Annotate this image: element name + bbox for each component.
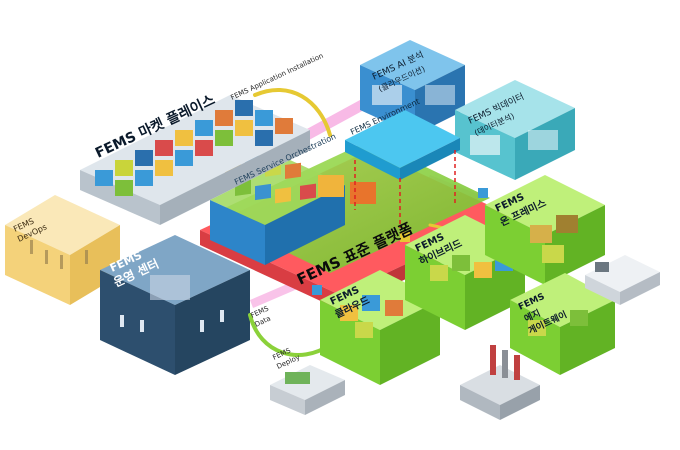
app-installation-label: FEMS Application Installation (229, 52, 324, 102)
environment-block (345, 110, 460, 180)
bigdata-block (455, 80, 575, 180)
connector-cubes (312, 188, 488, 295)
marketplace-cubes (95, 100, 293, 196)
warehouse-building-icon (585, 255, 660, 305)
ai-analysis-block (360, 40, 465, 135)
devops-block (5, 195, 120, 305)
deploy-factory-icon (270, 365, 345, 415)
operations-center-block (100, 235, 250, 375)
marketplace-block (80, 95, 310, 225)
deployment-drop-lines (354, 150, 456, 228)
factory-smokestack-icon (460, 345, 540, 420)
onpremise-block (485, 175, 605, 285)
